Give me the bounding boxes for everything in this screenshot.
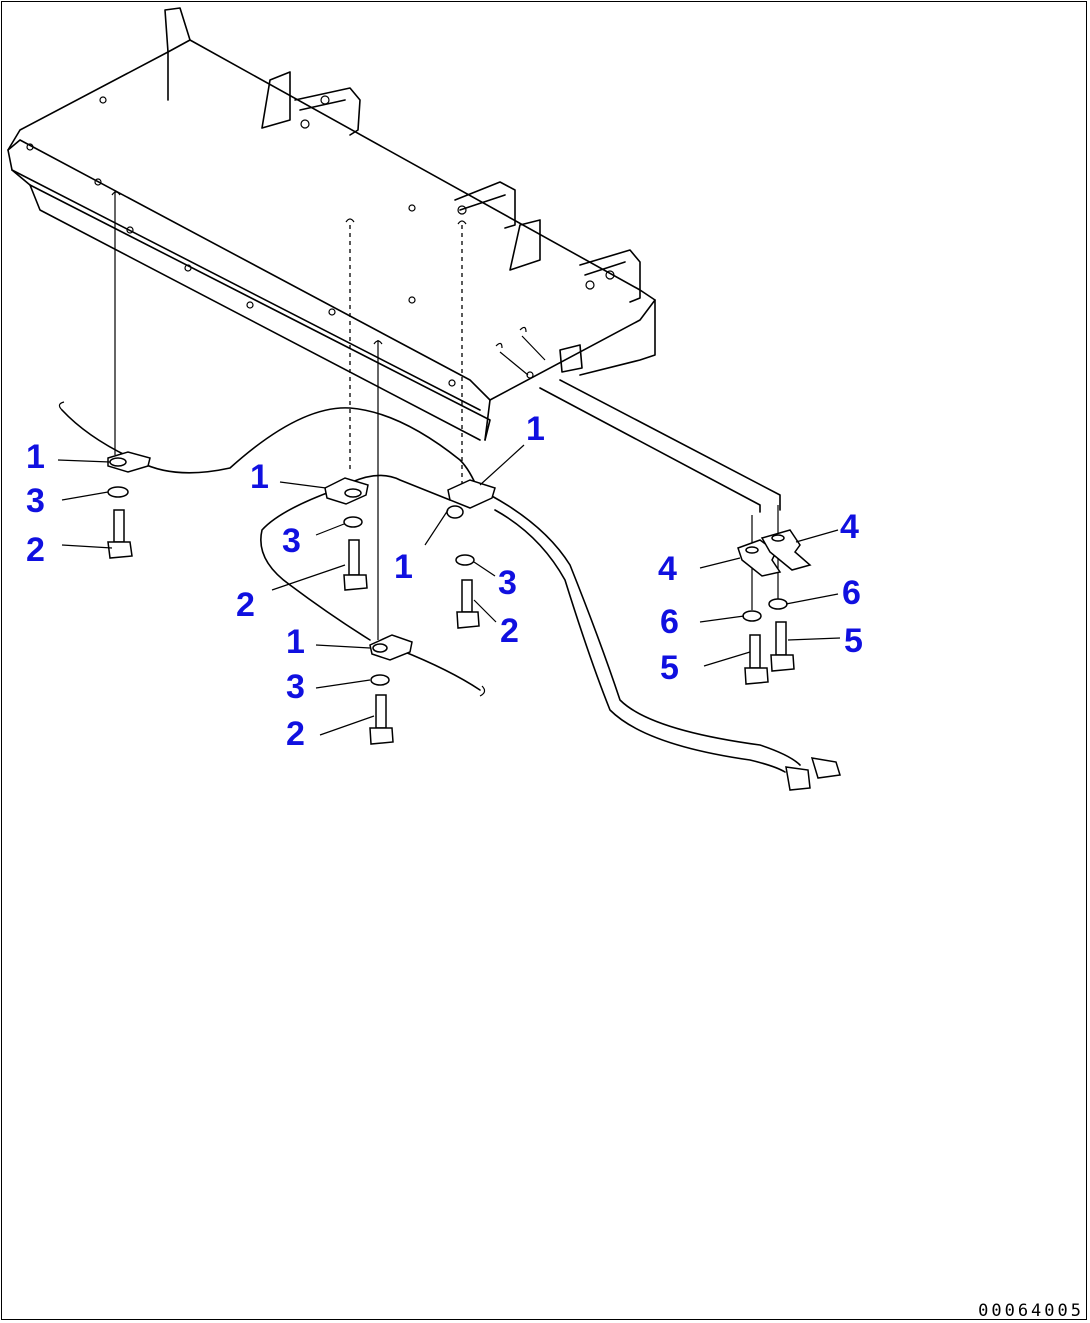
callout-6: 6: [660, 603, 679, 641]
callout-5: 5: [660, 649, 679, 687]
clamp-parts: [107, 451, 496, 661]
washer-parts: [107, 486, 788, 686]
callout-4: 4: [658, 550, 677, 588]
callout-3: 3: [498, 564, 517, 602]
bolt-parts: [107, 509, 795, 745]
callout-5: 5: [844, 622, 863, 660]
callout-6: 6: [842, 574, 861, 612]
leader-lines: [57, 444, 841, 736]
callout-1: 1: [394, 548, 413, 586]
callout-4: 4: [840, 508, 859, 546]
frame-bracket: [7, 7, 781, 513]
callout-1: 1: [526, 410, 545, 448]
callout-2: 2: [286, 715, 305, 753]
terminal-parts: [737, 529, 812, 577]
callout-3: 3: [26, 482, 45, 520]
callout-1: 1: [286, 623, 305, 661]
callout-1: 1: [26, 438, 45, 476]
callout-2: 2: [236, 586, 255, 624]
callout-2: 2: [500, 612, 519, 650]
wire-harness: [58, 401, 841, 791]
callout-1: 1: [250, 458, 269, 496]
callout-3: 3: [282, 522, 301, 560]
axis-lines: [111, 190, 779, 640]
drawing-code: 00064005: [978, 1301, 1084, 1321]
callout-2: 2: [26, 531, 45, 569]
callout-3: 3: [286, 668, 305, 706]
callout-labels: 1 3 2 1 3 2 1 1 3 2 1 3 2 4 4 6 6 5 5: [26, 410, 863, 753]
